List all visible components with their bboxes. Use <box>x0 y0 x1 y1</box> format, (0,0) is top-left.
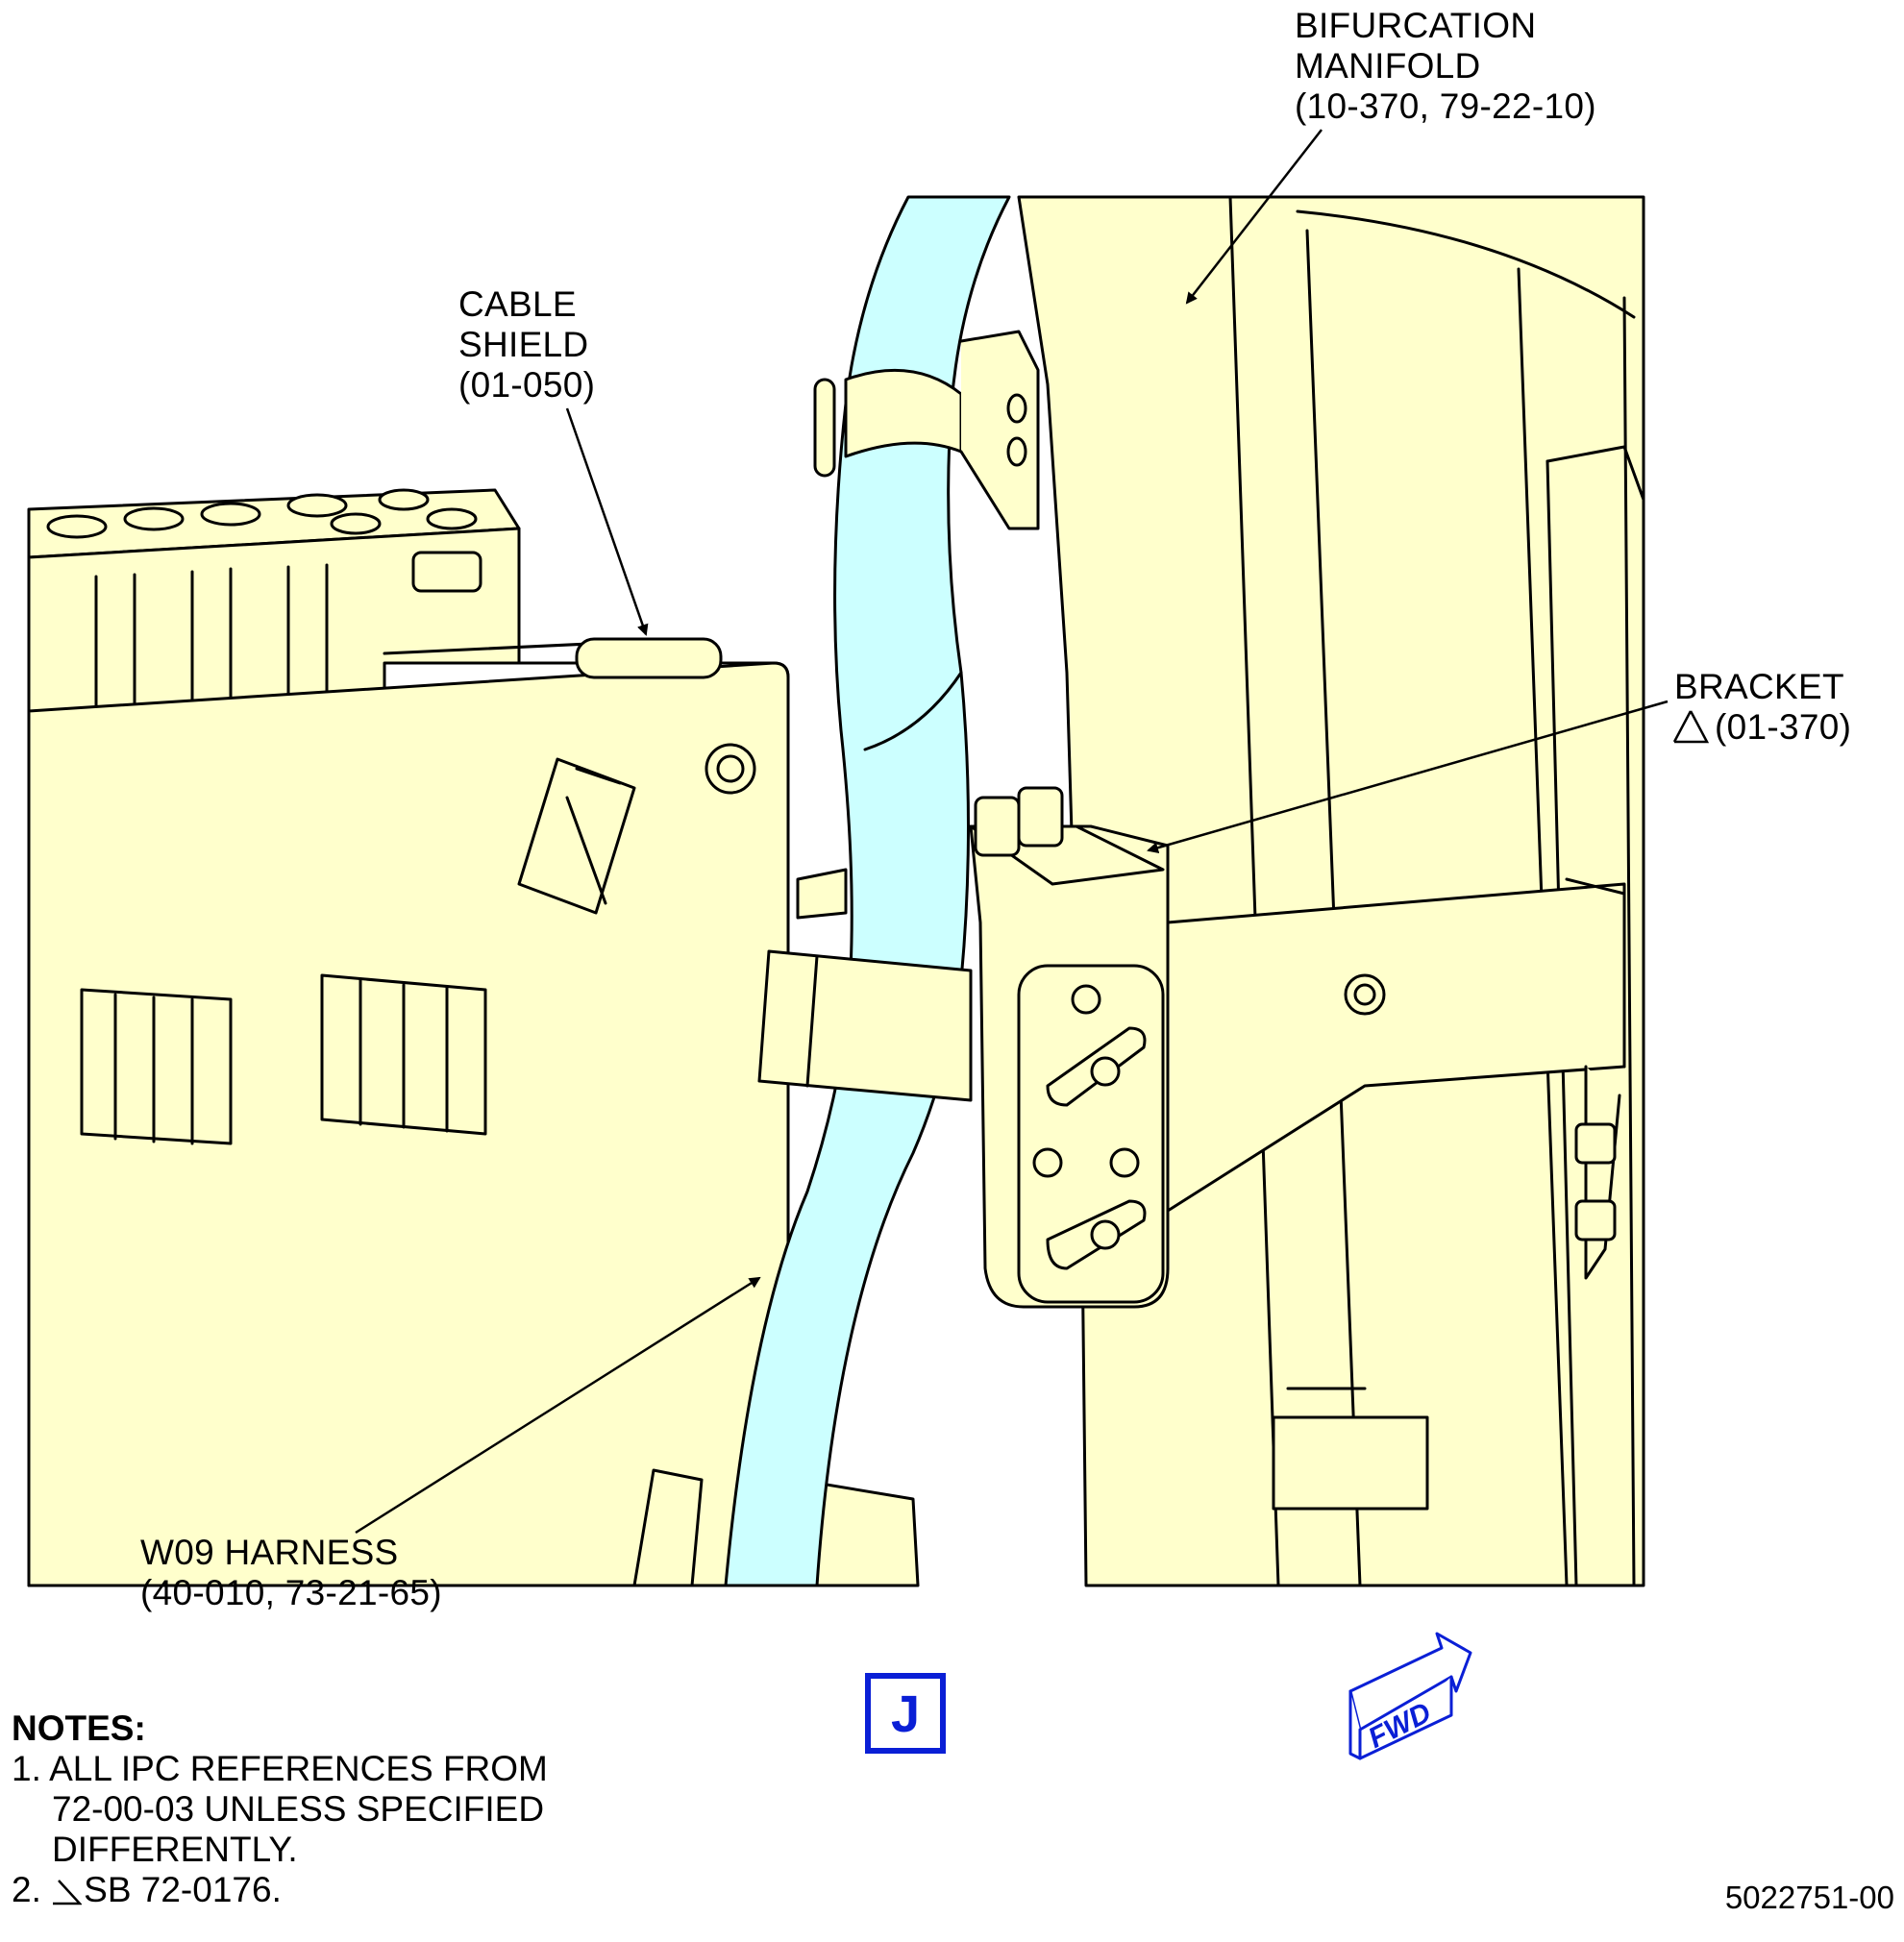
callout-line: (40-010, 73-21-65) <box>140 1573 442 1612</box>
w09-harness-leader <box>355 1276 761 1535</box>
fwd-arrow-icon <box>1348 1632 1472 1760</box>
bifurcation-manifold-leader <box>1185 129 1323 305</box>
note-2: 2. SB 72-0176. <box>12 1870 548 1910</box>
callout-cable-shield: CABLE SHIELD (01-050) <box>458 284 595 406</box>
callout-line: (01-370) <box>1715 707 1852 747</box>
harness-clamp-middle-shape <box>757 949 973 1102</box>
note-2-text: SB 72-0176. <box>84 1870 282 1909</box>
sb-revision-marker-icon <box>1672 710 1710 744</box>
callout-line: MANIFOLD <box>1295 46 1481 86</box>
callout-line: SHIELD <box>458 325 589 364</box>
note-line: DIFFERENTLY. <box>52 1830 298 1869</box>
w09-harness-shape <box>724 195 1011 1587</box>
harness-clamp-top-shape <box>813 330 1040 530</box>
bracket-leader <box>1147 700 1669 854</box>
callout-line: BIFURCATION <box>1295 6 1537 45</box>
callout-line: BRACKET <box>1674 667 1844 706</box>
callout-bracket: BRACKET (01-370) <box>1674 667 1851 748</box>
figure-id: 5022751-00 <box>1724 1880 1894 1915</box>
callout-w09-harness: W09 HARNESS (40-010, 73-21-65) <box>140 1533 442 1613</box>
callout-line: W09 HARNESS <box>140 1533 399 1572</box>
bracket-shape <box>969 786 1170 1309</box>
mounting-arm-shape <box>1166 877 1626 1280</box>
view-label-badge: J <box>865 1673 946 1754</box>
callout-line: (10-370, 79-22-10) <box>1295 86 1596 126</box>
note-line: 72-00-03 UNLESS SPECIFIED <box>52 1789 545 1829</box>
note-2-prefix: 2. <box>12 1870 41 1909</box>
cable-shield-leader <box>565 407 649 636</box>
notes-block: NOTES: 1. ALL IPC REFERENCES FROM 72-00-… <box>12 1708 548 1910</box>
notes-header: NOTES: <box>12 1708 146 1748</box>
note-line: 1. ALL IPC REFERENCES FROM <box>12 1749 548 1788</box>
callout-bifurcation-manifold: BIFURCATION MANIFOLD (10-370, 79-22-10) <box>1295 6 1596 127</box>
callout-line: CABLE <box>458 284 577 324</box>
callout-line: (01-050) <box>458 365 596 405</box>
sb-revision-marker-icon <box>53 1880 83 1905</box>
